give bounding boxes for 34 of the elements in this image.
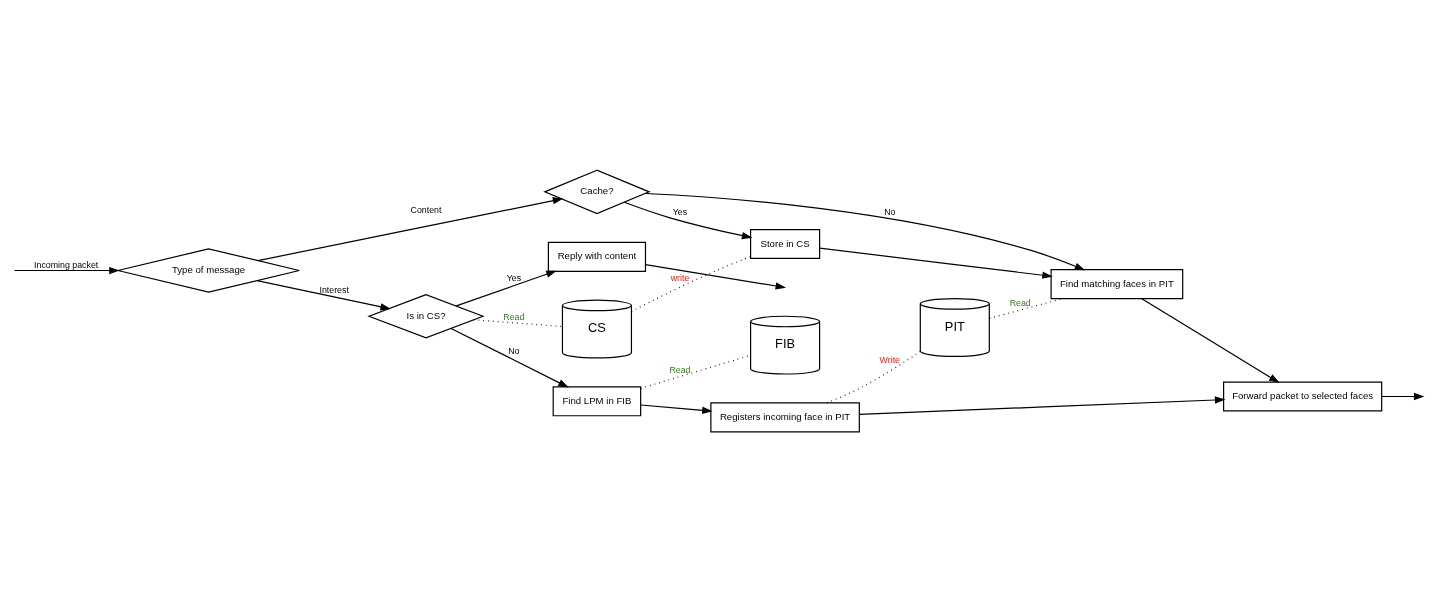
arrow (623, 201, 753, 239)
edge-label: No (508, 345, 520, 356)
edge-label: No (884, 206, 896, 217)
node-box: Forward packet to selected faces (1223, 380, 1383, 412)
arrow (644, 192, 1086, 270)
node-box: Store in CS (750, 228, 821, 259)
edge-label: Read (669, 364, 691, 375)
arrow (1140, 297, 1280, 383)
arrow (257, 196, 564, 261)
arrow (450, 327, 569, 388)
node-box: Find LPM in FIB (552, 385, 642, 416)
arrow (819, 247, 1053, 279)
node-diamond: Cache? (543, 169, 651, 214)
arrow (13, 266, 120, 274)
node-box: Reply with content (547, 241, 647, 272)
node-box: Find matching faces in PIT (1050, 268, 1184, 299)
edge-label: Content (410, 204, 442, 215)
arrow (640, 403, 713, 414)
edge-label: Yes (506, 272, 522, 283)
edge-label: Interest (319, 284, 349, 295)
arrow (644, 263, 786, 290)
edge-label: Incoming packet (34, 259, 99, 270)
node-box: Registers incoming face in PIT (710, 401, 860, 432)
edge-label: Read (503, 311, 525, 322)
arrow (858, 395, 1226, 415)
edge-label: Yes (672, 206, 688, 217)
arrow (455, 270, 557, 306)
arrow (1381, 392, 1425, 400)
arrow (256, 279, 391, 310)
node-diamond: Type of message (117, 247, 300, 293)
edge-label: Write (879, 354, 901, 365)
node-diamond: Is in CS? (367, 293, 485, 339)
edge-label: write (670, 272, 690, 283)
edge-label: Read (1009, 297, 1031, 308)
